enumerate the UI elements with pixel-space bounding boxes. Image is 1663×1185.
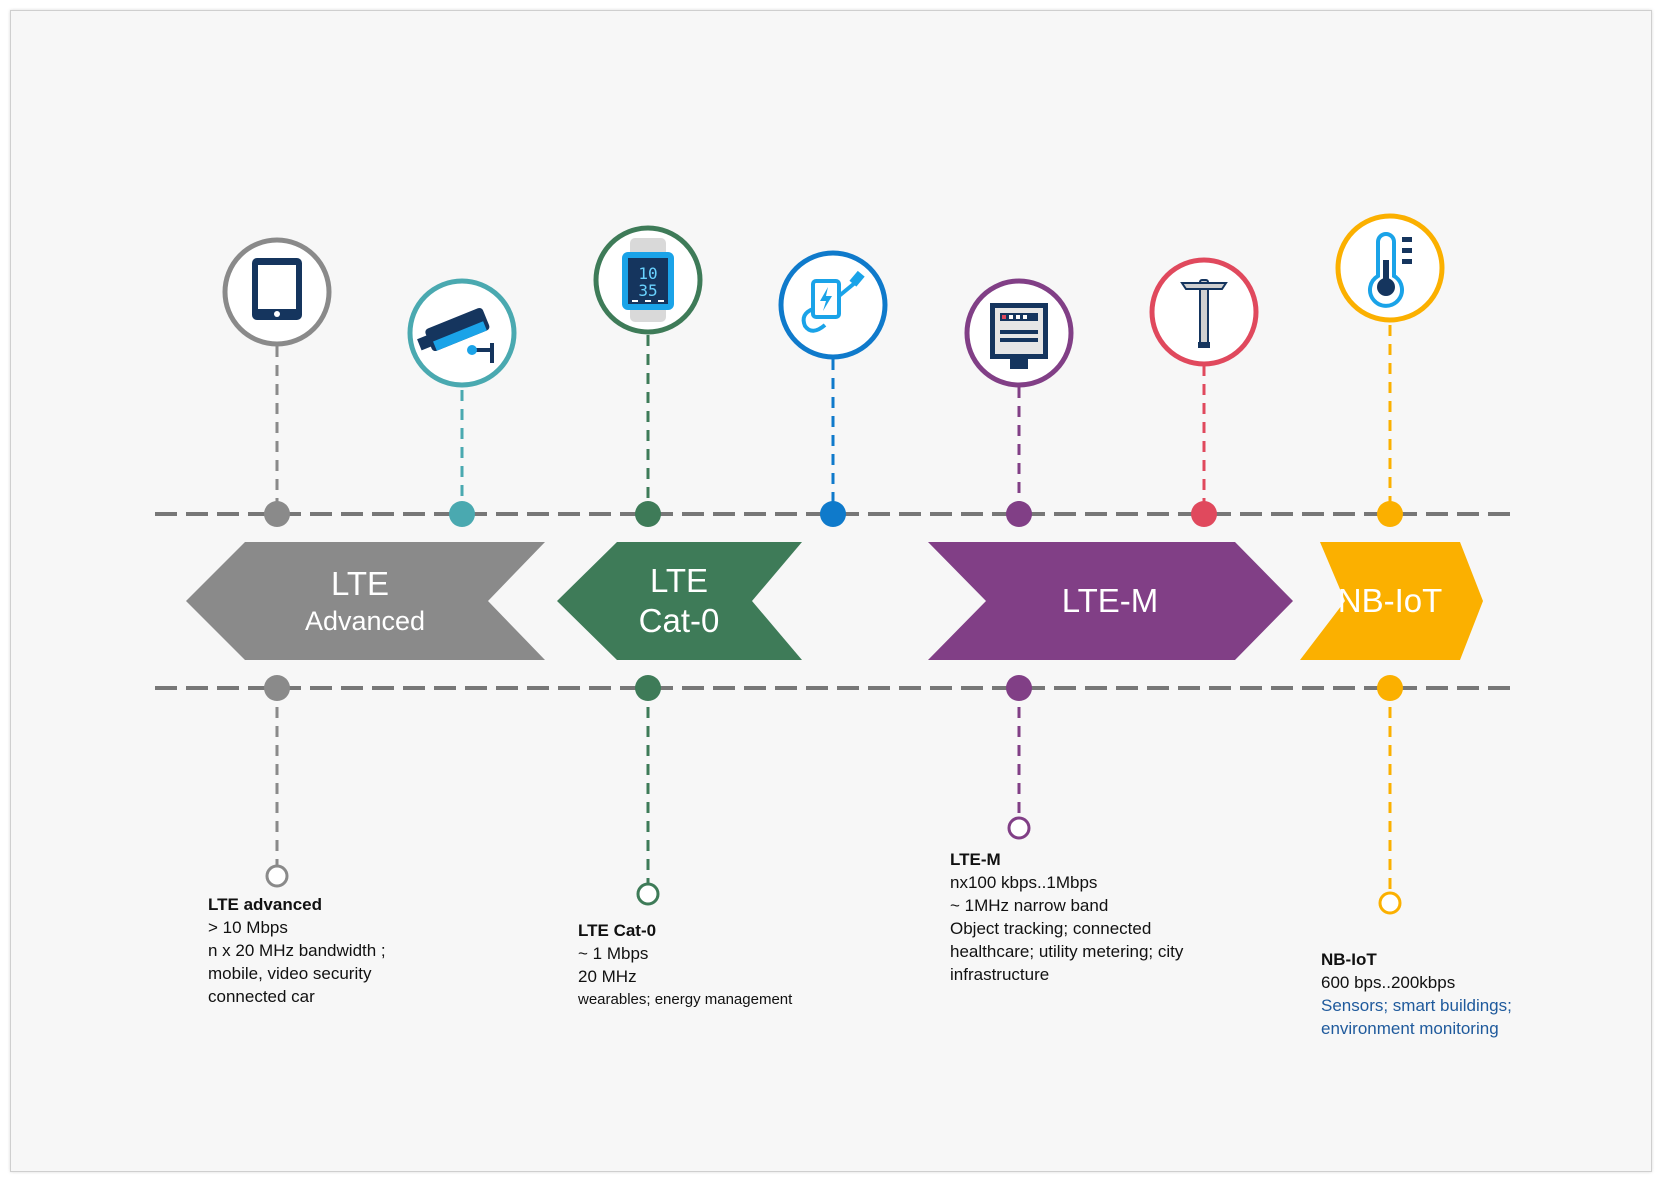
banner-lte-advanced-line1: LTE [331,565,389,602]
description-line: nx100 kbps..1Mbps [950,873,1098,892]
security-camera-icon [407,278,517,388]
description-line: connected car [208,987,315,1006]
description-note: wearables; energy management [578,991,793,1008]
lower-dot-purple [1006,675,1032,701]
description-line: healthcare; utility metering; city [950,942,1184,961]
description-line: 20 MHz [578,967,637,986]
description-line: 600 bps..200kbps [1321,973,1456,992]
description-line: Object tracking; connected [950,919,1152,938]
watch-minute: 35 [638,281,657,300]
timeline-dot-orange [1377,501,1403,527]
utility-meter-icon [964,278,1074,388]
banner-lte-cat0 [557,542,802,660]
end-ring-lte-advanced [265,864,289,888]
timeline-dot-green [635,501,661,527]
watch-hour: 10 [638,264,657,283]
end-ring-lte-cat0 [636,882,660,906]
banner-lte-cat0-line2: Cat-0 [639,602,720,639]
banner-lte-m [928,542,1293,660]
timeline-dot-teal [449,501,475,527]
energy-plug-icon [778,250,888,360]
description-line: infrastructure [950,965,1050,984]
description-lte-m: LTE-M nx100 kbps..1Mbps ~ 1MHz narrow ba… [950,848,1183,986]
description-lte-cat0: LTE Cat-0 ~ 1 Mbps 20 MHz wearables; ene… [578,919,792,1011]
banner-lte-advanced [186,542,545,660]
description-title: LTE Cat-0 [578,921,657,940]
timeline-dot-gray [264,501,290,527]
banner-nb-iot-label: NB-IoT [1338,582,1443,619]
timeline-dot-red [1191,501,1217,527]
banner-lte-cat0-line1: LTE [650,562,708,599]
street-light-icon [1149,257,1259,367]
description-use-line: Sensors; smart buildings; [1321,996,1512,1015]
smartwatch-icon: 10 35 [593,225,703,335]
lower-dot-gray [264,675,290,701]
end-ring-lte-m [1007,816,1031,840]
timeline-dot-blue [820,501,846,527]
thermometer-icon [1335,213,1445,323]
lower-dot-green [635,675,661,701]
description-nb-iot: NB-IoT 600 bps..200kbps Sensors; smart b… [1321,948,1512,1040]
description-line: > 10 Mbps [208,918,288,937]
banner-nb-iot [1300,542,1483,660]
description-title: LTE advanced [208,895,322,914]
end-ring-nb-iot [1378,891,1402,915]
description-title: NB-IoT [1321,950,1377,969]
banner-lte-m-label: LTE-M [1062,582,1159,619]
lower-dot-orange [1377,675,1403,701]
tablet-icon [222,237,332,347]
banner-lte-advanced-line2: Advanced [305,606,425,636]
description-line: ~ 1MHz narrow band [950,896,1109,915]
description-line: n x 20 MHz bandwidth ; [208,941,386,960]
description-line: mobile, video security [208,964,372,983]
timeline-dot-purple [1006,501,1032,527]
description-lte-advanced: LTE advanced > 10 Mbps n x 20 MHz bandwi… [208,893,386,1008]
description-line: ~ 1 Mbps [578,944,649,963]
description-title: LTE-M [950,850,1001,869]
description-use-line: environment monitoring [1321,1019,1499,1038]
